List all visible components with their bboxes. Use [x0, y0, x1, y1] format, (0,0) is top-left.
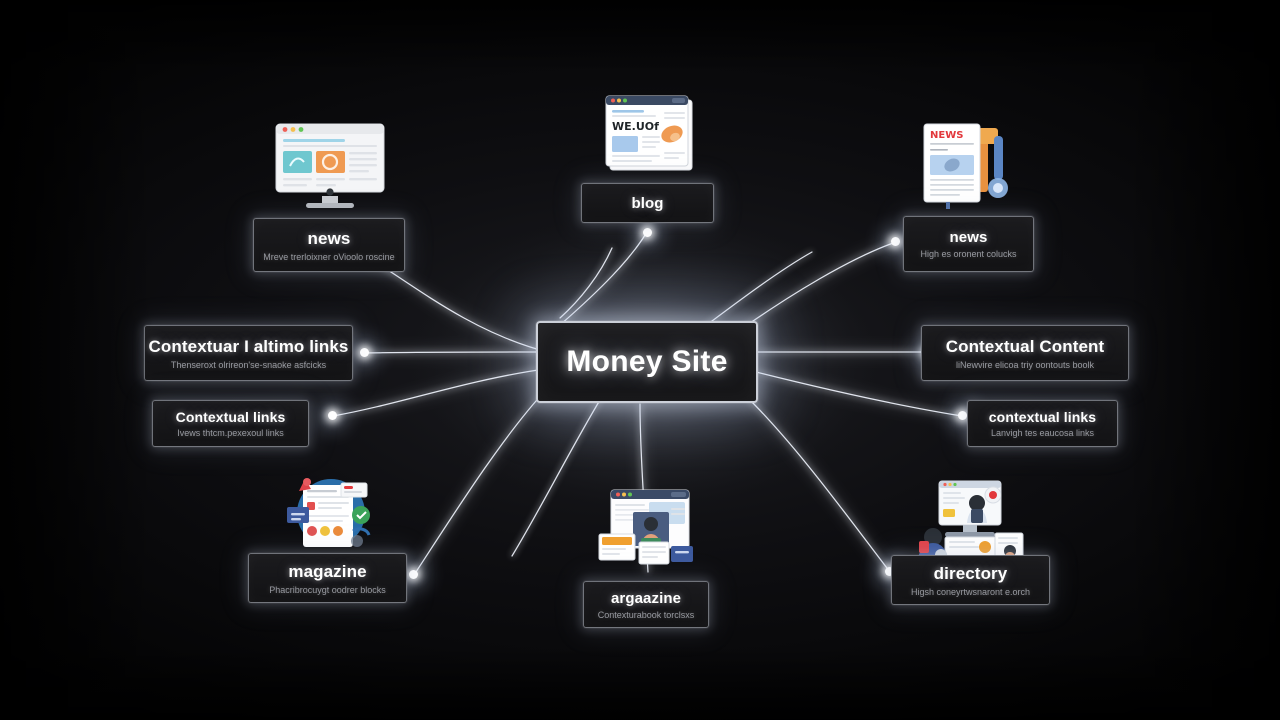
hub-node-money-site[interactable]: Money Site	[536, 321, 758, 403]
node-subtitle: Higsh coneyrtwsnaront e.orch	[910, 586, 1031, 597]
node-news-right[interactable]: news High es oronent colucks	[903, 216, 1034, 272]
colorful-collage-circle-icon	[279, 473, 383, 559]
node-title: news	[307, 228, 351, 248]
svg-text:NEWS: NEWS	[930, 130, 963, 141]
stacked-browser-windows-icon	[593, 484, 697, 568]
node-title: contextual links	[988, 409, 1097, 425]
node-subtitle: liNewvire elicoa triy oontouts boolk	[955, 359, 1095, 370]
node-title: directory	[933, 563, 1008, 583]
connector-endpoint-dot	[891, 237, 900, 246]
node-magazine-bottom-left[interactable]: magazine Phacribrocuygt oodrer blocks	[248, 553, 407, 603]
node-title: Contextual Content	[945, 336, 1105, 356]
connector-endpoint-dot	[958, 411, 967, 420]
newspaper-magnifier-icon: NEWS	[916, 116, 1020, 210]
connector-endpoint-dot	[643, 228, 652, 237]
node-title: news	[949, 229, 988, 246]
node-contextual-content-right[interactable]: Contextual Content liNewvire elicoa triy…	[921, 325, 1129, 381]
desktop-monitor-website-icon	[268, 120, 392, 212]
node-subtitle: Phacribrocuygt oodrer blocks	[269, 584, 386, 595]
node-subtitle: Contexturabook torclsxs	[597, 609, 695, 620]
connector-endpoint-dot	[360, 348, 369, 357]
node-news-left[interactable]: news Mreve trerloixner oVioolo roscine	[253, 218, 405, 272]
node-subtitle: Thenseroxt olrireon'se-snaoke asfcicks	[170, 359, 327, 370]
node-title: argaazine	[610, 589, 682, 607]
node-title: magazine	[288, 561, 367, 581]
node-subtitle: Mreve trerloixner oVioolo roscine	[263, 251, 395, 262]
svg-text:WE.UOf: WE.UOf	[612, 120, 659, 133]
node-subtitle: Ivews thtcm.pexexoul links	[177, 428, 284, 438]
node-title: blog	[631, 194, 664, 212]
browser-article-window-icon: WE.UOf	[602, 92, 698, 174]
node-title: Contextual links	[175, 409, 286, 425]
node-subtitle: High es oronent colucks	[920, 249, 1017, 259]
node-blog-top[interactable]: blog	[581, 183, 714, 223]
node-contextual-links-right[interactable]: contextual links Lanvigh tes eaucosa lin…	[967, 400, 1118, 447]
node-argaazine-bottom-center[interactable]: argaazine Contexturabook torclsxs	[583, 581, 709, 628]
node-subtitle: Lanvigh tes eaucosa links	[990, 428, 1095, 438]
directory-people-monitor-icon	[911, 479, 1027, 565]
node-directory-bottom-right[interactable]: directory Higsh coneyrtwsnaront e.orch	[891, 555, 1050, 605]
connector-endpoint-dot	[328, 411, 337, 420]
node-contextual-altimo-links[interactable]: Contextuar I altimo links Thenseroxt olr…	[144, 325, 353, 381]
hub-label: Money Site	[566, 345, 728, 378]
node-title: Contextuar I altimo links	[148, 336, 349, 356]
node-contextual-links-left[interactable]: Contextual links Ivews thtcm.pexexoul li…	[152, 400, 309, 447]
connector-endpoint-dot	[409, 570, 418, 579]
